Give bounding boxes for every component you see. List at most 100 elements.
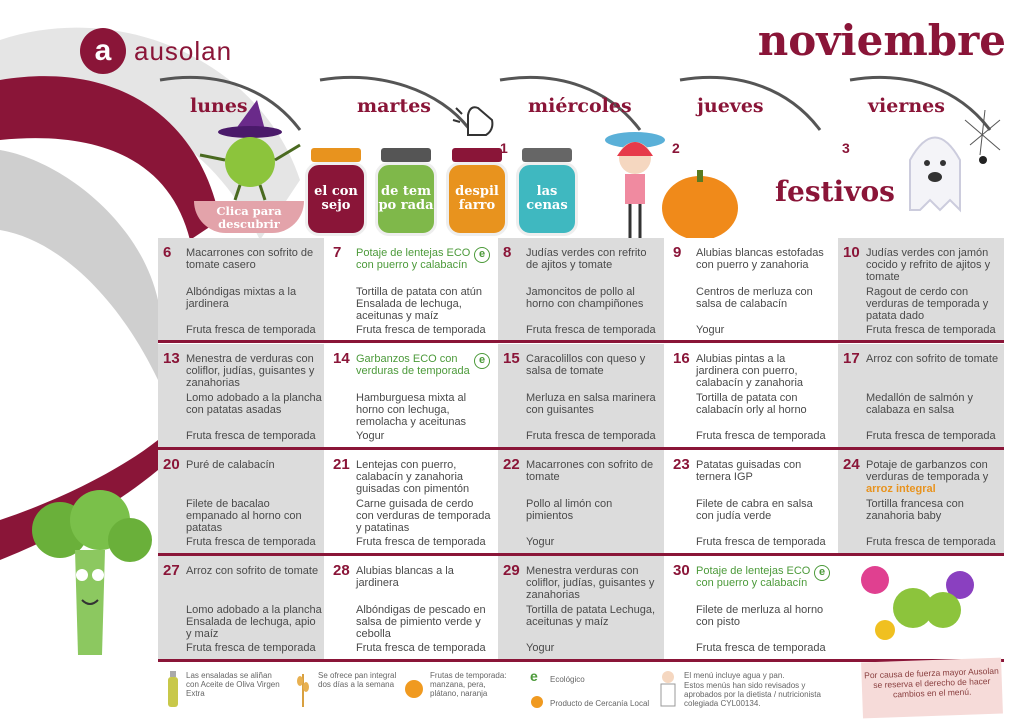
first-course: Alubias pintas a la jardinera con puerro… [696,353,804,389]
first-course: Potaje de garbanzos con verduras de temp… [866,459,989,495]
local-apple-icon [531,696,543,708]
clica-label: Clica para descubrir [216,204,282,231]
jar-el-consejo[interactable]: el con sejo [305,148,367,238]
jar-body: las cenas [516,162,578,236]
second-course: Filete de bacalao empanado al horno con … [186,498,302,534]
day-cell: 16 Alubias pintas a la jardinera con puer… [668,344,834,447]
second-course: Carne guisada de cerdo con verduras de t… [356,498,491,534]
dessert: Fruta fresca de temporada [866,536,996,548]
day-viernes: viernes [868,95,945,117]
second-course: Medallón de salmón y calabaza en salsa [866,392,974,416]
dessert: Fruta fresca de temporada [526,430,656,442]
jar-label: de tem po rada [378,184,434,213]
olive-oil-icon [168,671,178,707]
brand-mark: a [80,28,126,74]
ghost-spider-illustration [909,109,1001,213]
first-course: Arroz con sofrito de tomate [186,565,319,577]
second-course: Tortilla de patata con calabacín orly al… [696,392,807,416]
week-divider [158,553,1004,556]
jar-las-cenas[interactable]: las cenas [516,148,578,238]
dessert: Fruta fresca de temporada [356,642,486,654]
day-number: 15 [503,350,520,367]
day-cell: 7 Potaje de lentejas ECO con puerro y cal… [328,238,494,341]
second-course: Centros de merluza con salsa de calabací… [696,286,813,310]
footer-legend: Las ensaladas se aliñan con Aceite de Ol… [158,665,1004,717]
day-number: 8 [503,244,512,261]
dessert: Yogur [526,642,555,654]
footer-oil: Las ensaladas se aliñan con Aceite de Ol… [186,671,280,698]
day-number: 16 [673,350,690,367]
dessert: Fruta fresca de temporada [866,324,996,336]
date-3: 3 [842,140,850,156]
day-number: 29 [503,562,520,579]
dessert: Fruta fresca de temporada [696,642,826,654]
month-title: noviembre [757,16,1006,65]
day-number: 9 [673,244,682,261]
footer-bread: Se ofrece pan integral dos días a la sem… [318,671,397,689]
day-number: 30 [673,562,690,579]
eco-icon: e [474,247,490,263]
first-course: Menestra verduras con coliflor, judías, … [526,565,655,601]
dessert: Fruta fresca de temporada [186,642,316,654]
second-course: Lomo adobado a la plancha Ensalada de le… [186,604,322,640]
dessert: Fruta fresca de temporada [186,324,316,336]
jar-lid [452,148,502,162]
second-course: Jamoncitos de pollo al horno con champiñ… [526,286,644,310]
day-jueves: jueves [697,95,764,117]
second-course: Tortilla francesa con zanahoria baby [866,498,964,522]
first-course: Lentejas con puerro, calabacín y zanahor… [356,459,470,495]
orange-icon [405,680,423,698]
eco-icon: e [474,353,490,369]
first-course: Alubias blancas estofadas con puerro y z… [696,247,824,271]
brand-name: ausolan [134,35,233,66]
first-course: Potaje de lentejas ECO con puerro y cala… [356,247,471,271]
day-number: 17 [843,350,860,367]
footer-eco: Ecológico [550,675,585,684]
date-1: 1 [500,140,508,156]
footer-local: Producto de Cercanía Local [550,699,650,708]
second-course: Hamburguesa mixta al horno con lechuga, … [356,392,467,428]
day-cell: 29 Menestra verduras con coliflor, judías… [498,556,664,659]
dessert: Fruta fresca de temporada [186,536,316,548]
wheat-icon [297,674,309,707]
jar-body: despil farro [446,162,508,236]
jar-de-temporada[interactable]: de tem po rada [375,148,437,238]
jar-body: el con sejo [305,162,367,236]
second-course: Tortilla de patata con atún Ensalada de … [356,286,482,322]
day-number: 6 [163,244,172,261]
day-cell: 9 Alubias blancas estofadas con puerro y … [668,238,834,341]
jar-label: despil farro [455,184,499,213]
jar-despilfarro[interactable]: despil farro [446,148,508,238]
first-course: Garbanzos ECO con verduras de temporada [356,353,470,377]
clica-para-descubrir-button[interactable]: Clica para descubrir [194,201,304,233]
first-course: Menestra de verduras con coliflor, judía… [186,353,315,389]
day-number: 23 [673,456,690,473]
nutritionist-icon [660,671,676,707]
week-divider [158,659,1004,662]
week-divider [158,447,1004,450]
eco-icon: e [814,565,830,581]
day-miercoles: miércoles [528,95,632,117]
dessert: Fruta fresca de temporada [526,324,656,336]
day-number: 7 [333,244,342,261]
first-course: Caracolillos con queso y salsa de tomate [526,353,646,377]
footer-fruit: Frutas de temporada: manzana, pera, plát… [430,671,507,698]
day-number: 22 [503,456,520,473]
dessert: Fruta fresca de temporada [356,324,486,336]
svg-text:e: e [530,669,538,683]
girl-pumpkin-illustration [605,132,738,240]
jar-label: el con sejo [314,184,358,213]
day-number: 13 [163,350,180,367]
witch-apple-illustration [199,100,301,201]
dessert: Yogur [356,430,385,442]
